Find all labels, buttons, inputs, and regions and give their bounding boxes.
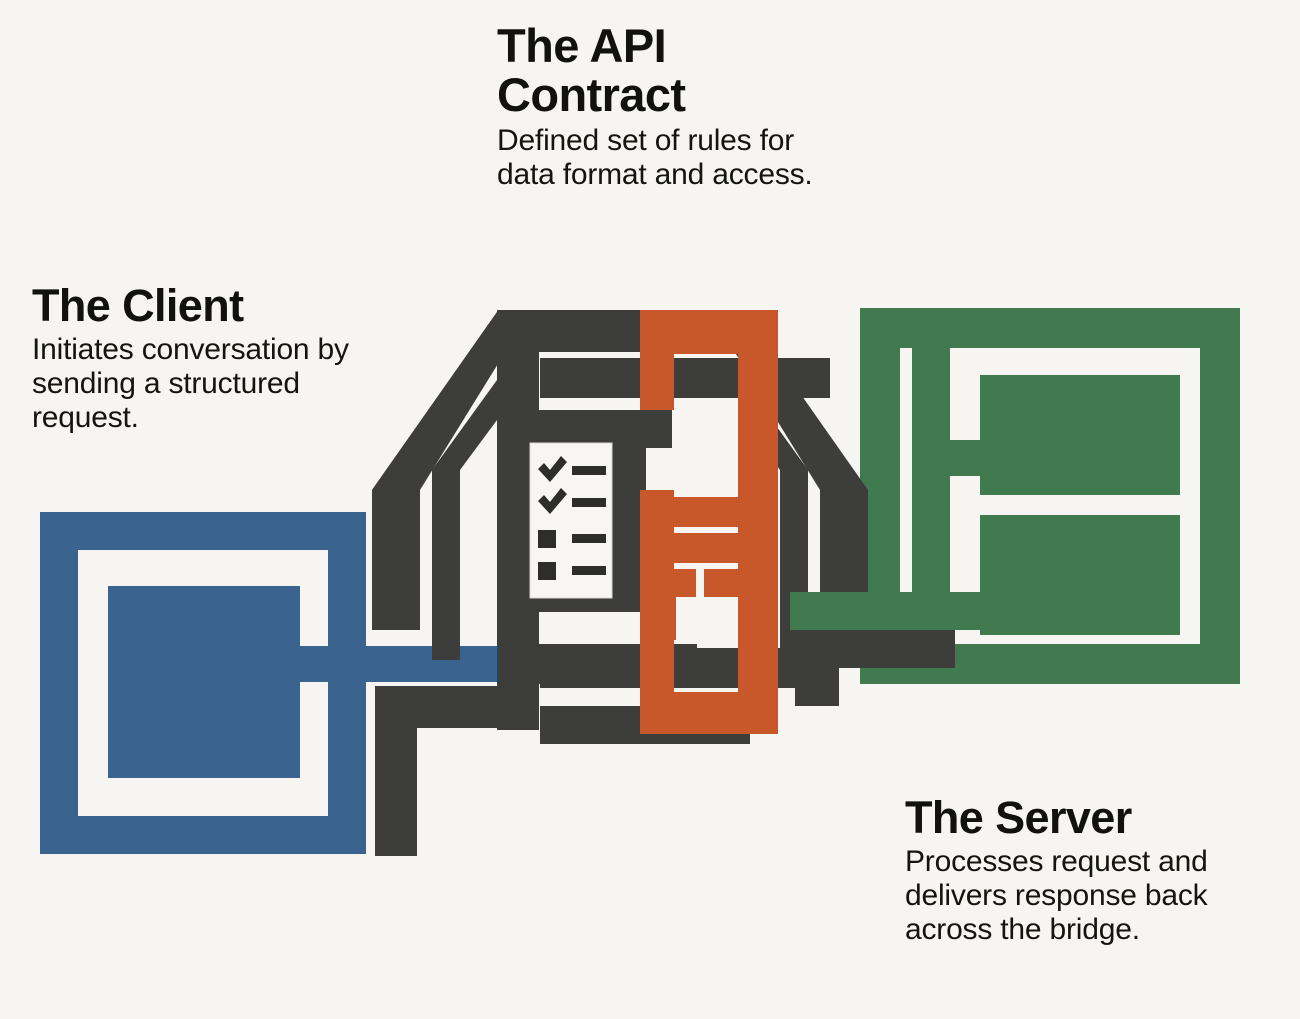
checklist-line-1 bbox=[572, 466, 606, 475]
server-body: Processes request and delivers response … bbox=[905, 844, 1208, 947]
bridge-right-inner-cable bbox=[743, 380, 808, 660]
client-connector-stub bbox=[296, 646, 526, 682]
server-rack-bottom bbox=[980, 515, 1180, 635]
server-spur-upper bbox=[912, 440, 992, 476]
checklist-check-icon-1 bbox=[538, 456, 567, 482]
server-label: The Server Processes request and deliver… bbox=[905, 795, 1277, 947]
contract-panel-bar-2 bbox=[662, 533, 740, 563]
bridge-card-frame-top bbox=[520, 410, 672, 448]
contract-bottom-bar bbox=[640, 692, 778, 734]
client-outer-ring bbox=[40, 512, 366, 854]
checklist-check-icon-2 bbox=[538, 488, 567, 514]
server-green-crossband bbox=[790, 592, 990, 630]
checklist-line-3 bbox=[572, 534, 606, 543]
contract-right-column bbox=[738, 310, 778, 730]
client-body: Initiates conversation by sending a stru… bbox=[32, 332, 349, 435]
checklist-line-4 bbox=[572, 566, 606, 575]
checklist-box-icon-2 bbox=[538, 562, 556, 580]
api-contract-label: The API Contract Defined set of rules fo… bbox=[497, 19, 827, 192]
contract-panel-square-1 bbox=[662, 569, 696, 597]
bridge-structure bbox=[372, 310, 955, 856]
client-heading: The Client bbox=[32, 280, 244, 331]
api-contract-frame[interactable] bbox=[640, 310, 778, 734]
contract-panel-square-2 bbox=[704, 569, 740, 597]
contract-left-stub bbox=[640, 310, 674, 410]
api-contract-heading: The API Contract bbox=[497, 19, 686, 121]
bridge-left-approach-leg bbox=[375, 686, 505, 856]
contract-lower-foot bbox=[640, 594, 676, 640]
server-heading: The Server bbox=[905, 792, 1132, 843]
checklist-box-icon-1 bbox=[538, 530, 556, 548]
server-rack-top bbox=[980, 375, 1180, 495]
bridge-right-cable-main bbox=[710, 312, 868, 630]
bridge-left-cable-main bbox=[372, 312, 530, 630]
client-label: The Client Initiates conversation by sen… bbox=[32, 283, 392, 435]
bridge-lower-deck-bar bbox=[540, 648, 830, 688]
bridge-left-inner-cable bbox=[432, 380, 497, 660]
contract-checklist-card[interactable] bbox=[529, 442, 613, 599]
checklist-line-2 bbox=[572, 498, 606, 507]
api-contract-body: Defined set of rules for data format and… bbox=[497, 123, 813, 191]
bridge-upper-deck-bar bbox=[540, 358, 830, 398]
client-inner-square bbox=[108, 586, 300, 778]
client-block[interactable] bbox=[40, 512, 526, 854]
contract-panel-bar-1 bbox=[662, 497, 740, 527]
